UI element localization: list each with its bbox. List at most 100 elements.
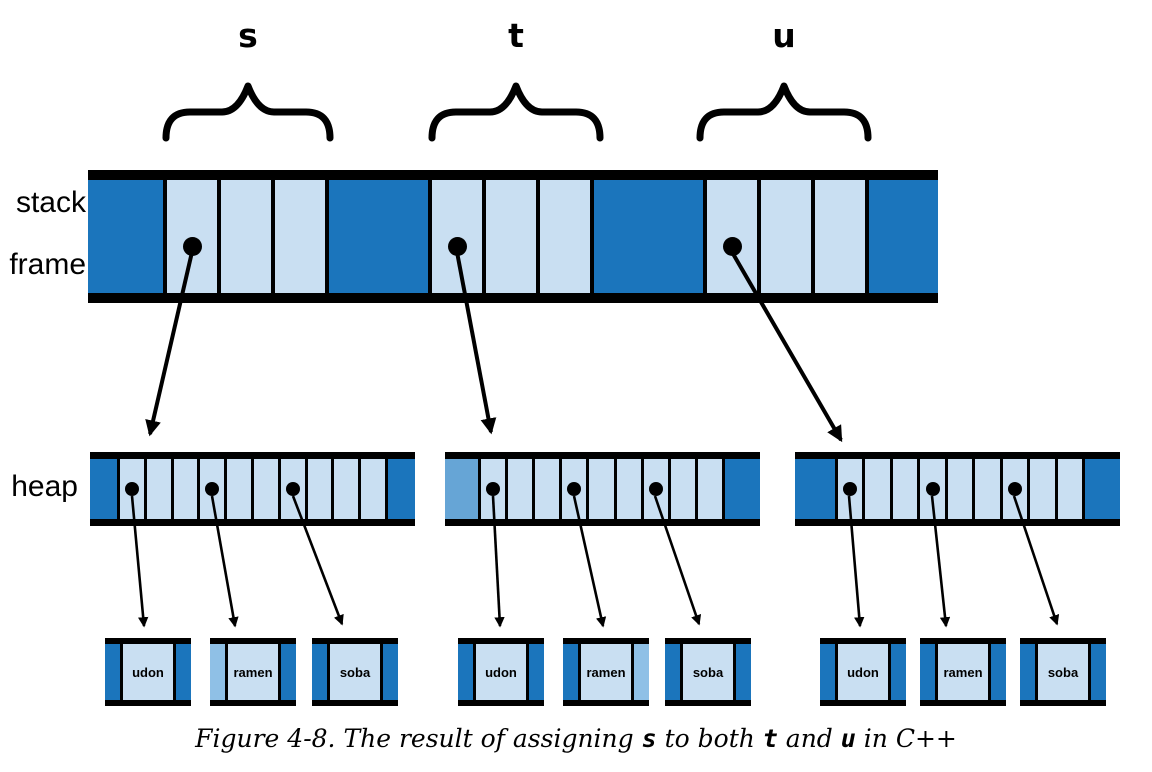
string-box-pad	[891, 644, 906, 700]
stack-cells-s	[163, 180, 329, 293]
string-box-pad	[176, 644, 191, 700]
heap-cell	[200, 459, 225, 519]
pointer-dot-t	[448, 236, 467, 256]
heap-cell	[643, 459, 668, 519]
stack-cell-u-len	[815, 180, 865, 293]
pointer-dot-heap	[486, 482, 501, 496]
stack-cell-t-ptr	[432, 180, 482, 293]
string-box-pad	[991, 644, 1006, 700]
caption-text: Figure 4-8. The result of assigning	[195, 724, 642, 753]
stack-cell-t-cap	[486, 180, 536, 293]
pointer-dot-heap	[843, 482, 858, 496]
string-box-soba-1: soba	[312, 638, 398, 706]
heap-cell	[535, 459, 560, 519]
string-box-soba-2: soba	[665, 638, 751, 706]
heap-cell	[920, 459, 945, 519]
string-box-pad	[634, 644, 649, 700]
string-box-pad	[312, 644, 327, 700]
string-box-pad	[563, 644, 578, 700]
heap-cell	[670, 459, 695, 519]
heap-cell	[838, 459, 863, 519]
heap-row-s	[90, 452, 415, 526]
caption-var-t: t	[762, 724, 778, 753]
heap-cell	[334, 459, 359, 519]
string-box-ramen-1: ramen	[210, 638, 296, 706]
heap-cell	[975, 459, 1000, 519]
string-box-pad	[210, 644, 225, 700]
string-box-ramen-3: ramen	[920, 638, 1006, 706]
heap-cell	[865, 459, 890, 519]
caption-text: to both	[656, 724, 763, 753]
string-box-pad	[105, 644, 120, 700]
string-box-pad	[820, 644, 835, 700]
string-box-label: soba	[327, 644, 383, 700]
figure-caption: Figure 4-8. The result of assigning s to…	[0, 724, 1152, 753]
string-box-pad	[383, 644, 398, 700]
stack-frame-label: stack frame	[4, 172, 86, 296]
heap-cell	[892, 459, 918, 519]
pointer-dot-heap	[205, 482, 220, 496]
heap-cell	[361, 459, 385, 519]
heap-cell	[947, 459, 973, 519]
pointer-dot-heap	[648, 482, 663, 496]
heap-cell	[616, 459, 641, 519]
string-box-pad	[1020, 644, 1035, 700]
caption-text: and	[777, 724, 841, 753]
pointer-dot-u	[723, 236, 742, 256]
string-box-label: ramen	[578, 644, 634, 700]
string-box-pad	[736, 644, 751, 700]
heap-cell	[481, 459, 506, 519]
heap-cell	[120, 459, 144, 519]
string-box-pad	[665, 644, 680, 700]
string-box-pad	[281, 644, 296, 700]
caption-text: in C++	[855, 724, 957, 753]
heap-cell	[1030, 459, 1055, 519]
caption-var-u: u	[840, 724, 856, 753]
string-box-label: udon	[473, 644, 529, 700]
string-box-label: ramen	[225, 644, 281, 700]
heap-cell	[307, 459, 332, 519]
heap-cell	[589, 459, 614, 519]
var-label-s: s	[238, 16, 258, 55]
string-box-pad	[920, 644, 935, 700]
heap-label: heap	[11, 470, 78, 503]
heap-cell	[253, 459, 278, 519]
heap-cell	[1057, 459, 1082, 519]
stack-frame-bar	[88, 170, 938, 303]
heap-cell	[1002, 459, 1028, 519]
heap-row-u	[795, 452, 1120, 526]
pointer-dot-heap	[124, 482, 139, 496]
stack-frame-label-line2: frame	[9, 248, 86, 281]
brace-s	[162, 82, 334, 142]
brace-t	[428, 82, 604, 142]
string-box-udon-1: udon	[105, 638, 191, 706]
stack-cell-s-len	[275, 180, 325, 293]
stack-cell-u-cap	[761, 180, 811, 293]
string-box-pad	[458, 644, 473, 700]
string-box-pad	[529, 644, 544, 700]
var-label-u: u	[772, 16, 796, 55]
string-box-label: soba	[680, 644, 736, 700]
string-box-label: udon	[120, 644, 176, 700]
heap-row-t	[445, 452, 760, 526]
stack-cells-u	[703, 180, 869, 293]
heap-cell	[697, 459, 722, 519]
pointer-dot-heap	[285, 482, 300, 496]
heap-edge-highlight	[445, 459, 478, 519]
string-box-udon-2: udon	[458, 638, 544, 706]
string-box-label: ramen	[935, 644, 991, 700]
string-box-pad	[1091, 644, 1106, 700]
heap-cell	[173, 459, 198, 519]
heap-cells-s	[117, 459, 388, 519]
pointer-dot-s	[183, 236, 202, 256]
heap-cell	[508, 459, 533, 519]
stack-cell-s-cap	[221, 180, 271, 293]
pointer-dot-heap	[1007, 482, 1022, 496]
stack-frame-label-line1: stack	[15, 186, 86, 219]
string-box-udon-3: udon	[820, 638, 906, 706]
string-box-label: udon	[835, 644, 891, 700]
pointer-dot-heap	[925, 482, 940, 496]
heap-cell	[280, 459, 305, 519]
heap-cells-t	[478, 459, 725, 519]
